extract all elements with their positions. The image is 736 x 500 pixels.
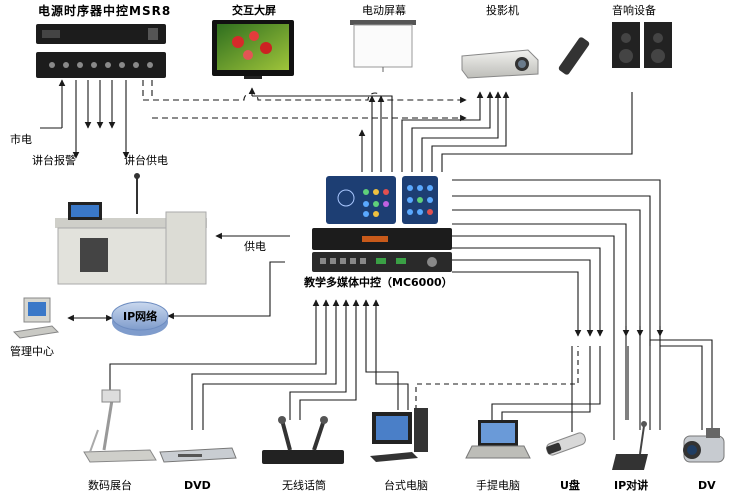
ip-intercom-label: IP对讲 bbox=[614, 479, 649, 492]
audio-label: 音响设备 bbox=[612, 4, 656, 17]
motor-screen-label: 电动屏幕 bbox=[362, 4, 406, 17]
mains-label: 市电 bbox=[10, 133, 32, 146]
visualizer-label: 数码展台 bbox=[88, 479, 132, 492]
desktop-label: 台式电脑 bbox=[384, 479, 428, 492]
dv-label: DV bbox=[698, 479, 716, 492]
laptop-label: 手提电脑 bbox=[476, 479, 520, 492]
projector-label: 投影机 bbox=[486, 4, 519, 17]
connection-lines bbox=[40, 79, 713, 440]
controller-label: 教学多媒体中控（MC6000） bbox=[304, 276, 453, 289]
msr8-label: 电源时序器中控MSR8 bbox=[38, 4, 172, 18]
desktop-computer-device bbox=[370, 408, 428, 462]
visualizer-device bbox=[83, 389, 157, 463]
dvd-device bbox=[159, 447, 237, 463]
podium-alarm-label: 讲台报警 bbox=[32, 154, 76, 167]
dv-camera-device bbox=[683, 428, 725, 463]
usb-label: U盘 bbox=[560, 479, 580, 492]
mgmt-center-label: 管理中心 bbox=[10, 345, 54, 358]
laptop-device bbox=[465, 420, 531, 459]
podium-power-label: 讲台供电 bbox=[124, 154, 168, 167]
ip-network-label: IP网络 bbox=[123, 310, 158, 323]
audio-device bbox=[558, 22, 672, 75]
wireless-mic-device bbox=[262, 416, 344, 464]
interactive-screen-device bbox=[212, 20, 294, 79]
usb-device bbox=[546, 432, 586, 456]
wireless-mic-label: 无线话筒 bbox=[282, 479, 326, 492]
dvd-label: DVD bbox=[184, 479, 211, 492]
management-computer-device bbox=[12, 297, 60, 339]
podium-device bbox=[55, 173, 207, 285]
msr8-device bbox=[36, 24, 166, 78]
ip-network-node bbox=[111, 301, 169, 336]
motorized-screen-device bbox=[350, 20, 416, 72]
ip-intercom-device bbox=[612, 421, 648, 470]
controller-mc6000-device bbox=[312, 176, 452, 272]
screen-label: 交互大屏 bbox=[232, 4, 276, 17]
power-supply-label: 供电 bbox=[244, 240, 266, 253]
projector-device bbox=[461, 49, 539, 79]
